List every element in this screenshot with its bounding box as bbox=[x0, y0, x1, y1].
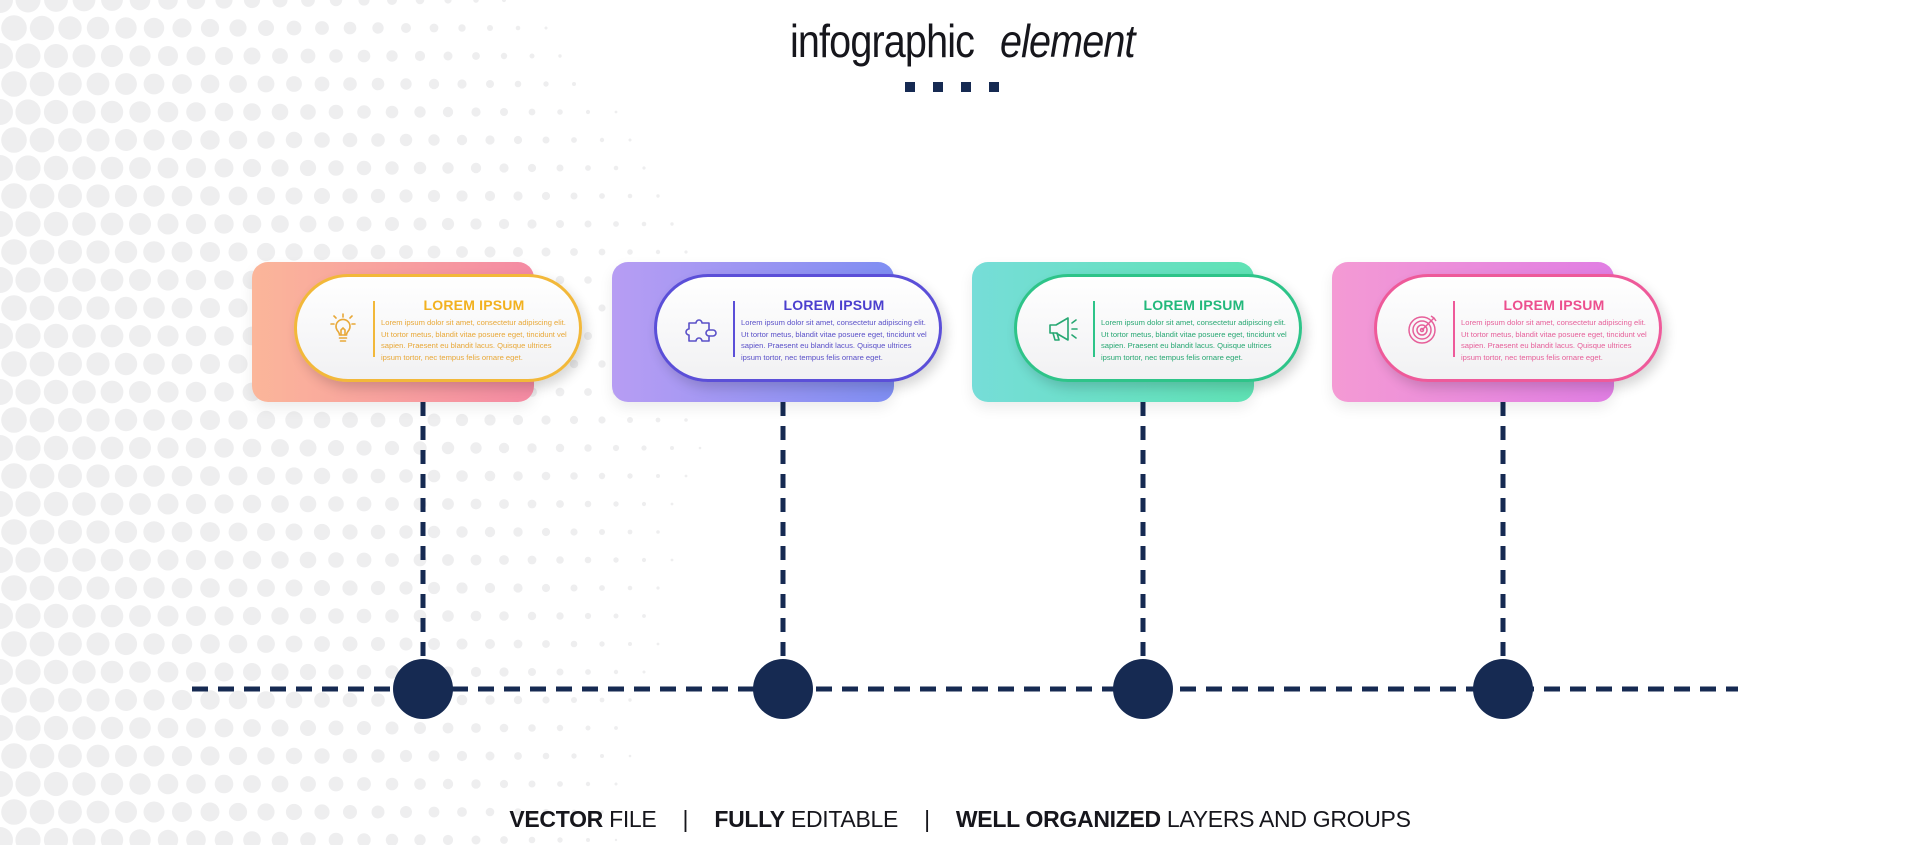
footer-caption: VECTOR FILE | FULLY EDITABLE | WELL ORGA… bbox=[0, 806, 1920, 833]
step-card-4: LOREM IPSUM Lorem ipsum dolor sit amet, … bbox=[1332, 262, 1672, 402]
lightbulb-icon bbox=[330, 313, 356, 342]
timeline-node-2 bbox=[753, 659, 813, 719]
step-title: LOREM IPSUM bbox=[783, 297, 885, 313]
footer-file: FILE bbox=[602, 806, 657, 832]
step-description: Lorem ipsum dolor sit amet, consectetur … bbox=[741, 318, 927, 362]
card-label: LOREM IPSUM Lorem ipsum dolor sit amet, … bbox=[1014, 274, 1302, 382]
step-title: LOREM IPSUM bbox=[423, 297, 525, 313]
step-title: LOREM IPSUM bbox=[1503, 297, 1605, 313]
title-dot bbox=[933, 82, 943, 92]
footer-fully: FULLY bbox=[714, 806, 785, 832]
timeline-node-1 bbox=[393, 659, 453, 719]
target-icon bbox=[1408, 315, 1437, 344]
megaphone-icon bbox=[1049, 317, 1078, 341]
card-label: LOREM IPSUM Lorem ipsum dolor sit amet, … bbox=[654, 274, 942, 382]
step-title: LOREM IPSUM bbox=[1143, 297, 1245, 313]
footer-layers: LAYERS AND GROUPS bbox=[1160, 806, 1411, 832]
step-card-3: LOREM IPSUM Lorem ipsum dolor sit amet, … bbox=[972, 262, 1312, 402]
step-card-1: LOREM IPSUM Lorem ipsum dolor sit amet, … bbox=[252, 262, 592, 402]
card-label: LOREM IPSUM Lorem ipsum dolor sit amet, … bbox=[1374, 274, 1662, 382]
title-accent: element bbox=[999, 15, 1136, 67]
footer-vector: VECTOR bbox=[509, 806, 603, 832]
title-main: infographic bbox=[789, 15, 975, 67]
step-description: Lorem ipsum dolor sit amet, consectetur … bbox=[1101, 318, 1287, 362]
card-divider bbox=[733, 301, 735, 357]
step-description: Lorem ipsum dolor sit amet, consectetur … bbox=[381, 318, 567, 362]
footer-editable: EDITABLE bbox=[784, 806, 899, 832]
timeline-node-4 bbox=[1473, 659, 1533, 719]
title-dot bbox=[961, 82, 971, 92]
step-description: Lorem ipsum dolor sit amet, consectetur … bbox=[1461, 318, 1647, 362]
footer-separator: | bbox=[682, 806, 689, 832]
card-divider bbox=[1453, 301, 1455, 357]
footer-separator: | bbox=[924, 806, 930, 832]
timeline-node-3 bbox=[1113, 659, 1173, 719]
title-dot bbox=[905, 82, 915, 92]
page-title: infographic element bbox=[0, 14, 1920, 68]
card-divider bbox=[373, 301, 375, 357]
title-dot bbox=[989, 82, 999, 92]
card-label: LOREM IPSUM Lorem ipsum dolor sit amet, … bbox=[294, 274, 582, 382]
card-divider bbox=[1093, 301, 1095, 357]
step-card-2: LOREM IPSUM Lorem ipsum dolor sit amet, … bbox=[612, 262, 952, 402]
puzzle-icon bbox=[685, 319, 717, 342]
title-dots bbox=[905, 82, 999, 92]
footer-well-organized: WELL ORGANIZED bbox=[955, 806, 1161, 832]
